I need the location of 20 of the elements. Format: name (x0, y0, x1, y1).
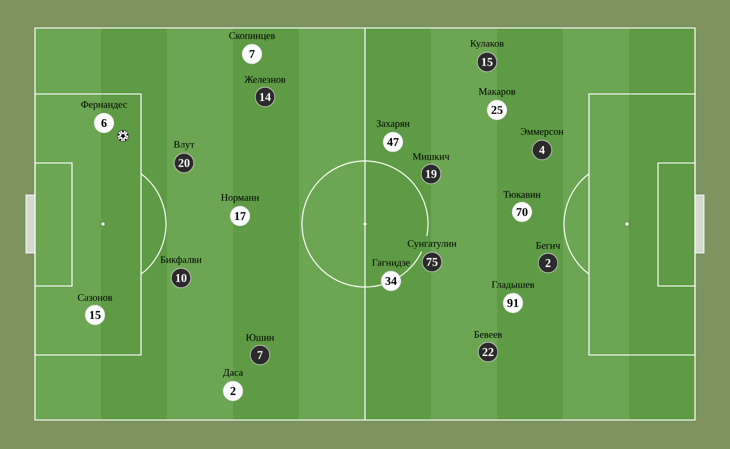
player-name: Макаров (478, 88, 516, 97)
player-name: Железнов (244, 76, 286, 83)
player-name: Сазонов (78, 294, 112, 301)
player-name: Бевеев (474, 331, 502, 338)
player-name: Бикфалви (160, 256, 202, 266)
player-name: Влут (174, 141, 194, 150)
player-name: Тюкавин (503, 191, 541, 198)
player-name: Гладышев (492, 281, 534, 290)
player-name: Даса (222, 369, 243, 378)
player-name: Гагнидзе (372, 259, 410, 268)
player-name: Бегич (536, 242, 560, 249)
player-name: Скопинцев (229, 32, 275, 41)
player-name: Сунгатулин (408, 240, 456, 249)
player-name: Норманн (221, 194, 259, 203)
player-name: Мишкич (412, 153, 450, 160)
player-name: Фернандес (81, 101, 127, 110)
player-name: Юшин (246, 334, 274, 341)
player-name: Эммерсон (520, 128, 564, 137)
player-name: Захарян (376, 120, 410, 129)
player-name: Кулаков (470, 40, 504, 49)
